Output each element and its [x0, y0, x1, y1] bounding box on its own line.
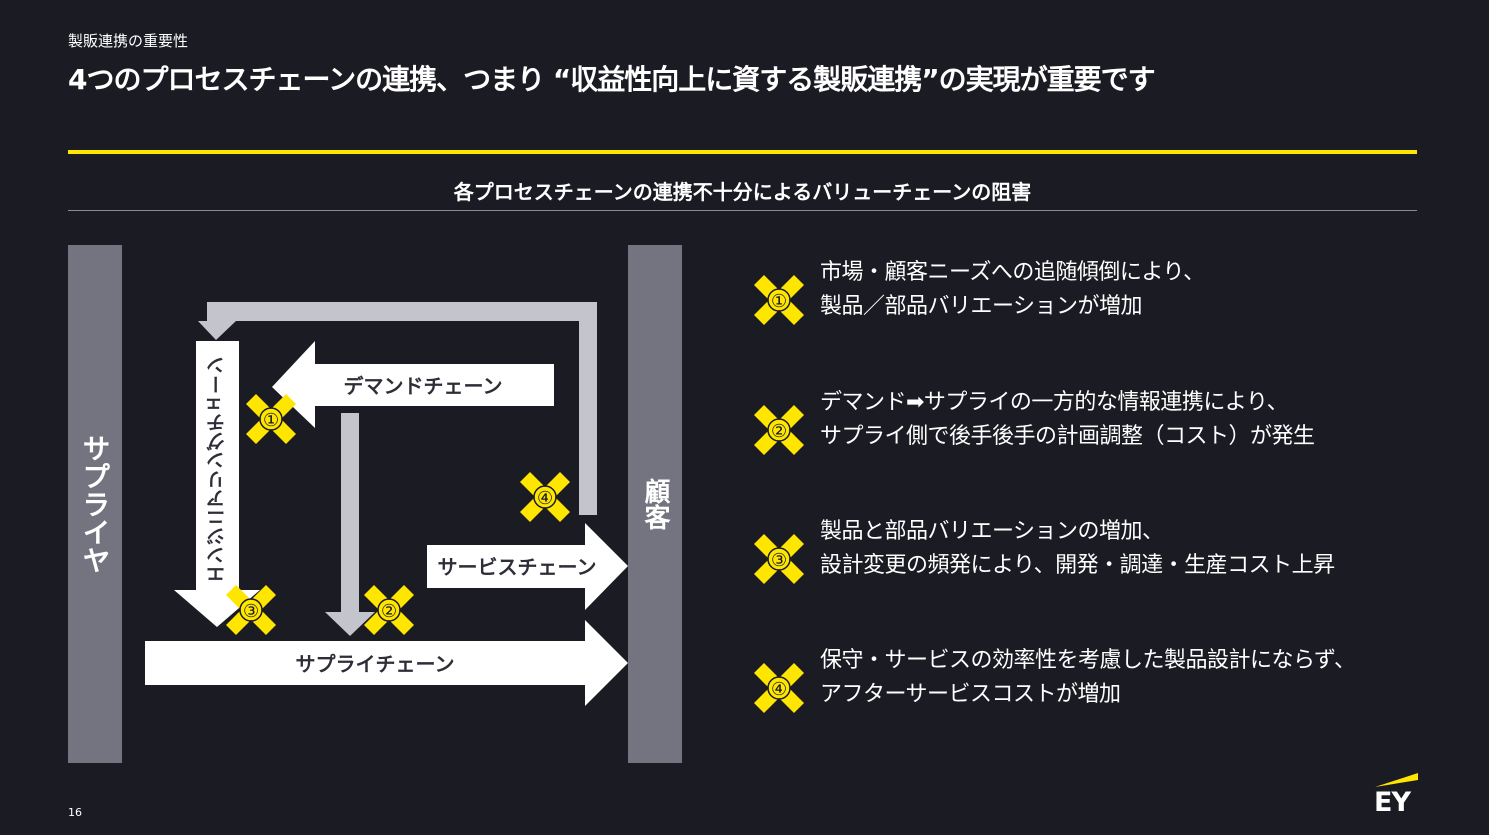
issue-line-1: 市場・顧客ニーズへの追随傾倒により、	[820, 260, 1205, 285]
issue-line-1: 製品と部品バリエーションの増加、	[820, 519, 1164, 544]
breadcrumb: 製販連携の重要性	[68, 32, 189, 50]
svg-text:④: ④	[771, 679, 787, 700]
issue-line-2: 設計変更の頻発により、開発・調達・生産コスト上昇	[820, 553, 1335, 578]
x-mark-1: ①	[245, 393, 297, 445]
supplier-label: サプライヤ	[79, 434, 112, 574]
logo-beam-icon	[1375, 773, 1418, 787]
issue-item: ④ 保守・サービスの効率性を考慮した製品設計にならず、アフターサービスコストが増…	[752, 648, 1472, 728]
value-chain-diagram: サプライヤ 顧客 エンジニアリングチェーン デマンドチェーン サービスチェーン …	[68, 245, 682, 763]
page-number: 16	[68, 806, 82, 819]
issue-line-1: 保守・サービスの効率性を考慮した製品設計にならず、	[820, 648, 1356, 673]
customer-label: 顧客	[640, 477, 670, 530]
svg-text:①: ①	[771, 291, 787, 312]
svg-text:③: ③	[243, 601, 259, 622]
section-subtitle: 各プロセスチェーンの連携不十分によるバリューチェーンの阻害	[453, 180, 1032, 204]
svg-text:④: ④	[537, 488, 553, 509]
demand-chain-label: デマンドチェーン	[344, 374, 503, 398]
service-chain-label: サービスチェーン	[438, 555, 597, 579]
issue-item: ③ 製品と部品バリエーションの増加、設計変更の頻発により、開発・調達・生産コスト…	[752, 519, 1472, 599]
x-mark-icon: ③	[753, 533, 805, 585]
service-chain-arrow	[427, 523, 628, 610]
demand-chain-arrow	[272, 341, 554, 428]
engineering-chain-label: エンジニアリングチェーン	[206, 356, 228, 584]
x-mark-icon: ①	[753, 274, 805, 326]
accent-divider	[68, 150, 1417, 154]
svg-text:①: ①	[263, 410, 279, 431]
customer-bar	[628, 245, 682, 763]
x-mark-icon: ④	[753, 662, 805, 714]
ey-logo: EY	[1372, 770, 1420, 820]
issue-line-1: デマンド➡サプライの一方的な情報連携により、	[820, 390, 1289, 415]
svg-text:③: ③	[771, 550, 787, 571]
issue-line-2: 製品／部品バリエーションが増加	[820, 294, 1143, 319]
issue-line-2: アフターサービスコストが増加	[820, 682, 1121, 707]
supplier-bar	[68, 245, 122, 763]
issue-item: ② デマンド➡サプライの一方的な情報連携により、サプライ側で後手後手の計画調整（…	[752, 390, 1472, 470]
subtitle-divider	[68, 210, 1417, 211]
issue-item: ① 市場・顧客ニーズへの追随傾倒により、製品／部品バリエーションが増加	[752, 260, 1472, 340]
supply-chain-label: サプライチェーン	[296, 652, 455, 676]
svg-text:②: ②	[771, 421, 787, 442]
issue-line-2: サプライ側で後手後手の計画調整（コスト）が発生	[820, 424, 1315, 449]
engineering-chain-arrow	[174, 341, 260, 627]
x-mark-icon: ②	[753, 404, 805, 456]
page-title: 4つのプロセスチェーンの連携、つまり “収益性向上に資する製販連携”の実現が重要…	[68, 63, 1156, 96]
demand-to-supply-arrow	[325, 413, 375, 636]
x-mark-2: ②	[363, 584, 415, 636]
supply-chain-arrow	[145, 620, 628, 706]
svg-text:②: ②	[381, 601, 397, 622]
x-mark-4: ④	[519, 471, 571, 523]
x-mark-3: ③	[225, 584, 277, 636]
